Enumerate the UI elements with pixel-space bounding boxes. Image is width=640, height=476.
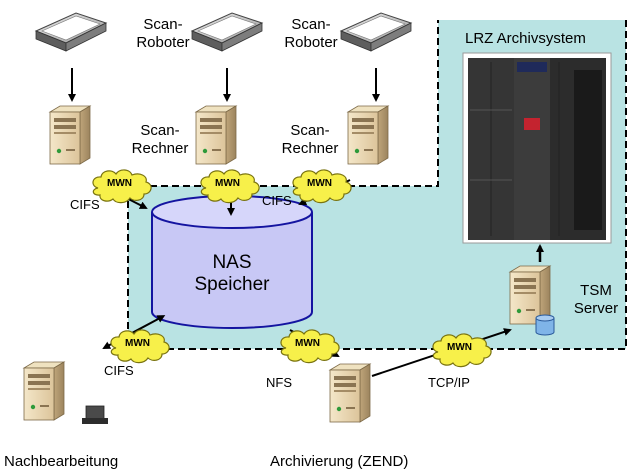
cifs-label-mid: CIFS (262, 193, 292, 208)
tcpip-label: TCP/IP (428, 375, 470, 390)
tsm-server-label: TSM Server (573, 282, 619, 317)
mwn-cloud-label: MWN (447, 342, 472, 353)
scan-roboter-label-1: Scan- Roboter (136, 16, 190, 51)
scan-computer-icon (49, 105, 91, 165)
cifs-label-bottom: CIFS (104, 363, 134, 378)
nachbearbeitung-label: Nachbearbeitung (4, 453, 119, 470)
nas-speicher-label: NAS Speicher (194, 252, 270, 295)
scan-rechner-label-2: Scan- Rechner (281, 122, 339, 157)
archivierung-label: Archivierung (ZEND) (270, 453, 409, 470)
mwn-cloud-label: MWN (107, 178, 132, 189)
scan-computer-icon (195, 105, 237, 165)
scanner-icon (191, 12, 263, 52)
scan-roboter-label-2: Scan- Roboter (284, 16, 338, 51)
cifs-label-left: CIFS (70, 197, 100, 212)
mwn-cloud-label: MWN (307, 178, 332, 189)
nfs-label: NFS (266, 375, 292, 390)
scan-rechner-label-1: Scan- Rechner (131, 122, 189, 157)
mwn-cloud-label: MWN (215, 178, 240, 189)
scanner-icon (35, 12, 107, 52)
scanner-icon (340, 12, 412, 52)
lrz-archivsystem-label: LRZ Archivsystem (465, 30, 586, 47)
desk-phone-icon (82, 405, 108, 424)
archivierung-computer-icon (329, 363, 371, 423)
database-icon (535, 314, 555, 336)
nachbearbeitung-computer-icon (23, 361, 65, 421)
scan-computer-icon (347, 105, 389, 165)
lrz-archive-rack (462, 52, 612, 244)
mwn-cloud-label: MWN (125, 338, 150, 349)
mwn-cloud-label: MWN (295, 338, 320, 349)
